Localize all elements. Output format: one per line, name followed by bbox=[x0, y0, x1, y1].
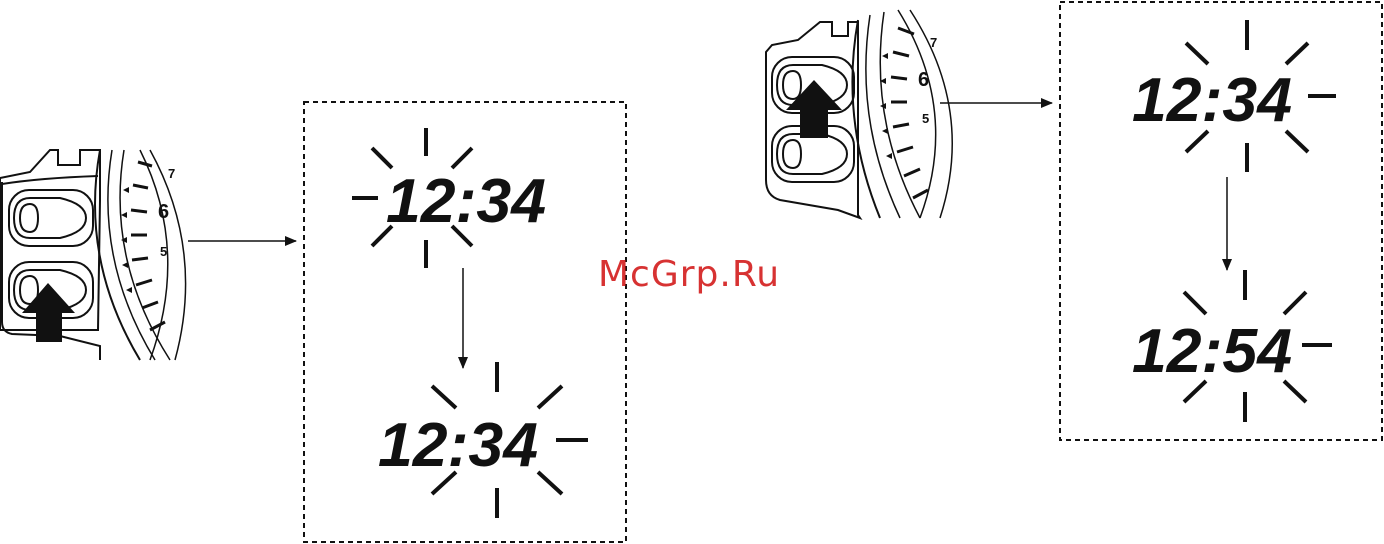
lcd-time: 12:34 bbox=[1132, 66, 1292, 135]
watch-right: 7 6 5 bbox=[766, 10, 952, 218]
press-arrow-icon bbox=[786, 80, 842, 138]
left-display-top: 12:34 bbox=[352, 128, 546, 268]
dial-number-6: 6 bbox=[158, 201, 169, 223]
right-display-top: 12:34 bbox=[1132, 20, 1336, 172]
left-display-bottom: 12:34 bbox=[378, 362, 588, 518]
upper-button-left bbox=[9, 190, 93, 246]
right-display-bottom: 12:54 bbox=[1132, 270, 1332, 422]
dial-number-7: 7 bbox=[930, 35, 937, 50]
dial-number-5: 5 bbox=[160, 244, 167, 259]
dial-number-6: 6 bbox=[918, 69, 929, 91]
lcd-time: 12:34 bbox=[378, 411, 538, 480]
dial-number-7: 7 bbox=[168, 166, 175, 181]
dial-number-5: 5 bbox=[922, 111, 929, 126]
watch-left: 7 6 5 bbox=[0, 150, 186, 360]
lcd-time: 12:54 bbox=[1132, 317, 1292, 386]
lcd-time: 12:34 bbox=[386, 167, 546, 236]
press-arrow-icon bbox=[22, 283, 75, 342]
watermark-text: McGrp.Ru bbox=[598, 254, 780, 295]
